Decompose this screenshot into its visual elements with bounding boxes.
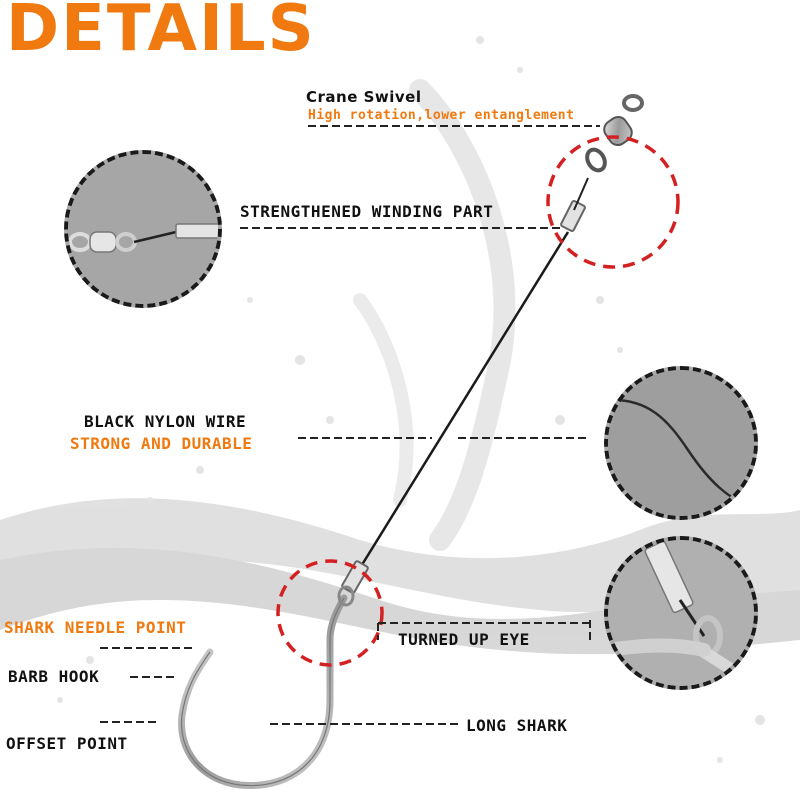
swivel-callout-circle	[546, 135, 680, 269]
leader-lines	[100, 125, 600, 725]
page-title: DETAILS	[6, 0, 316, 66]
wire-zoom-drawing	[608, 370, 754, 516]
eye-zoom-drawing	[608, 540, 754, 686]
turned-up-eye-label: TURNED UP EYE	[398, 630, 530, 649]
hook-drawing	[178, 594, 348, 790]
zoom-turned-up-eye	[604, 536, 758, 690]
strong-durable-label: STRONG AND DURABLE	[70, 434, 253, 453]
shark-needle-point-label: SHARK NEEDLE POINT	[4, 618, 187, 637]
long-shark-label: LONG SHARK	[466, 716, 568, 735]
high-rotation-label: High rotation,lower entanglement	[308, 108, 575, 123]
black-nylon-wire-label: BLACK NYLON WIRE	[84, 412, 247, 431]
barb-hook-label: BARB HOOK	[8, 667, 100, 686]
eye-callout-circle	[276, 559, 384, 667]
zoom-winding-part	[64, 150, 222, 308]
crane-swivel-label: Crane Swivel	[306, 88, 422, 106]
zoom-nylon-wire	[604, 366, 758, 520]
water-splash	[0, 36, 800, 763]
winding-zoom-drawing	[68, 154, 218, 304]
strengthened-winding-label: STRENGTHENED WINDING PART	[240, 202, 494, 221]
offset-point-label: OFFSET POINT	[6, 734, 128, 753]
nylon-wire-drawing	[573, 177, 589, 211]
